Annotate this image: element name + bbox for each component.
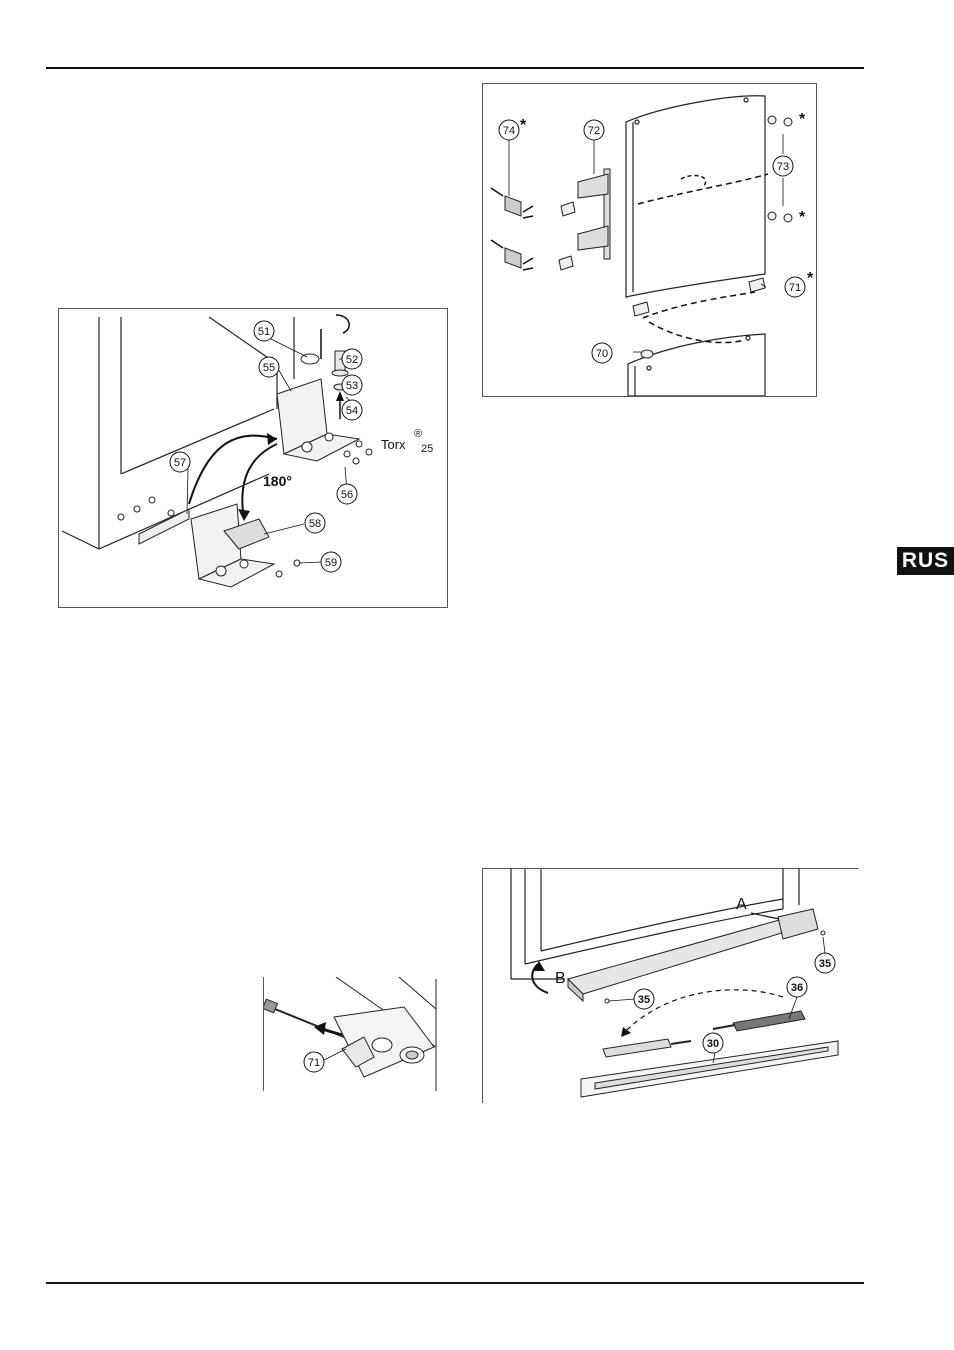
- asterisk-71: *: [807, 270, 814, 287]
- letter-b: B: [555, 970, 566, 987]
- asterisk-mid-right: *: [799, 209, 806, 226]
- door-handle: [578, 169, 610, 259]
- callout-53: 53: [346, 380, 358, 392]
- lower-door: [628, 334, 765, 396]
- callout-35-right: 35: [819, 958, 831, 970]
- figure-base: 30 35 35 36 A B: [482, 868, 859, 1103]
- base-rail: [568, 909, 818, 1001]
- letter-a: A: [736, 896, 747, 913]
- figure-latch: 71: [263, 977, 448, 1091]
- callout-71-latch: 71: [308, 1057, 320, 1069]
- callout-73: 73: [777, 161, 789, 173]
- handle-screws: [559, 202, 575, 270]
- rotation-label: 180°: [263, 473, 292, 489]
- callout-74: 74: [503, 125, 515, 137]
- callout-58: 58: [309, 518, 321, 530]
- callout-70: 70: [596, 348, 608, 360]
- front-screws: [118, 497, 174, 520]
- top-rule: [46, 67, 864, 69]
- asterisk-top-right: *: [799, 111, 806, 128]
- callout-30: 30: [707, 1038, 719, 1050]
- upper-door: [626, 96, 765, 297]
- callout-57: 57: [174, 457, 186, 469]
- tool-label: Torx: [381, 437, 406, 452]
- callout-71: 71: [789, 282, 801, 294]
- callout-52: 52: [346, 354, 358, 366]
- lower-hinge: [191, 504, 274, 587]
- asterisk-74: *: [520, 117, 527, 134]
- callout-54: 54: [346, 405, 358, 417]
- callout-72: 72: [588, 125, 600, 137]
- bottom-rule: [46, 1282, 864, 1284]
- figure-door: 70 71 72 73 74 * * * *: [482, 83, 817, 397]
- tool-mark: ®: [414, 428, 422, 440]
- language-badge: RUS: [897, 547, 954, 575]
- figure-hinge: 51 52 53 54 55 56 57 58 59 180° Torx ® 2…: [58, 308, 448, 608]
- callout-35-left: 35: [638, 994, 650, 1006]
- cover-caps: [505, 196, 521, 268]
- callout-55: 55: [263, 362, 275, 374]
- callout-36: 36: [791, 982, 803, 994]
- callout-59: 59: [325, 557, 337, 569]
- cover-plate: [139, 509, 189, 544]
- callout-56: 56: [341, 489, 353, 501]
- tool-size: 25: [421, 443, 433, 455]
- callout-51: 51: [258, 326, 270, 338]
- latch-body: [334, 977, 436, 1091]
